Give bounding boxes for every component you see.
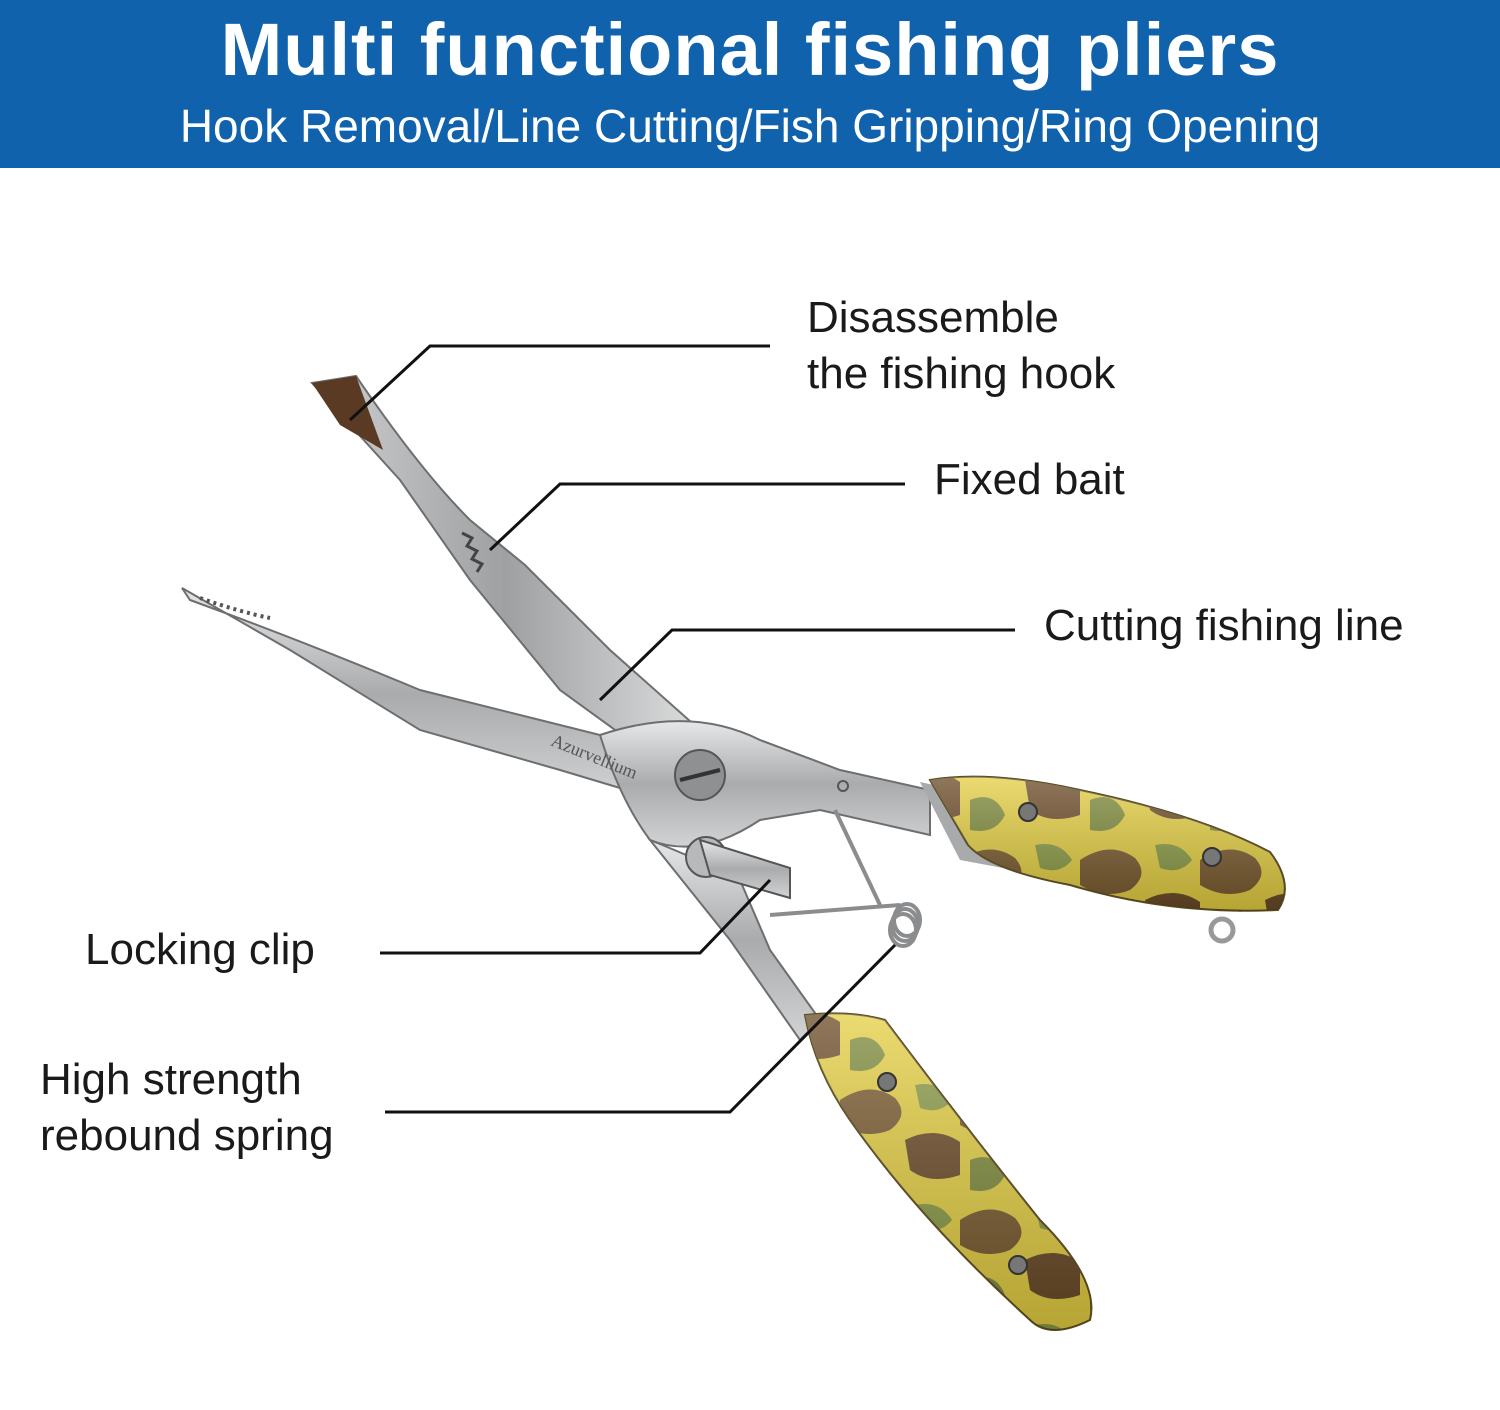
callout-rebound-spring-line1: High strength bbox=[40, 1055, 302, 1104]
callout-cutting-line: Cutting fishing line bbox=[1044, 601, 1404, 650]
callout-disassemble-hook: Disassemble the fishing hook bbox=[807, 290, 1115, 402]
lower-handle bbox=[646, 837, 1093, 1331]
callout-disassemble-hook-line1: Disassemble bbox=[807, 293, 1059, 342]
rebound-spring bbox=[769, 809, 922, 948]
banner-subtitle: Hook Removal/Line Cutting/Fish Gripping/… bbox=[179, 100, 1321, 152]
callout-disassemble-hook-line2: the fishing hook bbox=[807, 349, 1116, 398]
header-banner: Multi functional fishing pliers Hook Rem… bbox=[0, 0, 1500, 168]
callout-rebound-spring-line2: rebound spring bbox=[40, 1111, 334, 1160]
callout-rebound-spring: High strength rebound spring bbox=[40, 1052, 334, 1164]
callout-locking-clip: Locking clip bbox=[85, 925, 315, 974]
callout-fixed-bait: Fixed bait bbox=[934, 455, 1125, 504]
fishing-pliers-illustration: Azurvellium bbox=[181, 374, 1286, 1331]
banner-title: Multi functional fishing pliers bbox=[220, 8, 1280, 91]
upper-handle bbox=[920, 775, 1286, 944]
lanyard-ring-icon bbox=[1208, 916, 1236, 944]
